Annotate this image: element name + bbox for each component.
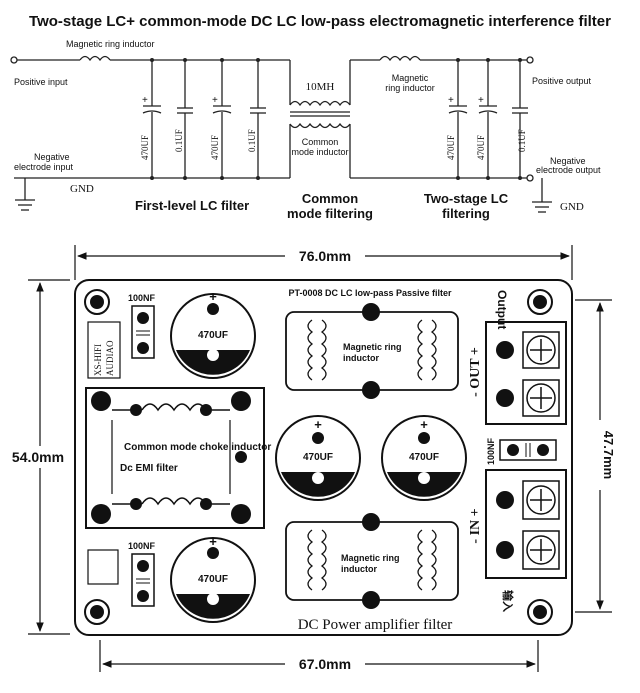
- cap-100nf-top-label: 100NF: [128, 293, 156, 303]
- board-footer-label: DC Power amplifier filter: [298, 617, 453, 633]
- blank-pad-box: [87, 549, 119, 585]
- cap-470uf-middle-right-plus: +: [420, 417, 428, 432]
- dim-width-top: 76.0mm: [299, 248, 351, 264]
- common-mode-inductor-label-1: Common: [302, 137, 339, 147]
- negative-input-label-2: electrode input: [14, 162, 74, 172]
- negative-input-label-1: Negative: [34, 152, 70, 162]
- magnetic-ring-top-label-1: Magnetic ring: [343, 342, 402, 352]
- common-mode-choke-bottom: [289, 122, 351, 129]
- cap-470uf-label-2: 470UF: [210, 135, 220, 160]
- magnetic-ring-inductor-label-right-1: Magnetic: [392, 73, 429, 83]
- cap-470uf-bottom: [170, 537, 256, 623]
- cap-470uf-label-3: 470UF: [446, 135, 456, 160]
- mounting-holes: [84, 289, 553, 625]
- common-mode-choke-top: [289, 100, 351, 107]
- cap-100nf-right-label: 100NF: [486, 437, 496, 465]
- left-capacitor-bank: [142, 60, 266, 178]
- cap-470uf-label-4: 470UF: [476, 135, 486, 160]
- cap-470uf-bottom-label: 470UF: [198, 574, 228, 585]
- cap-01uf-label-3: 0.1UF: [517, 129, 527, 152]
- cap-470uf-middle-left: [275, 415, 361, 501]
- cap-100nf-bottom-label: 100NF: [128, 541, 156, 551]
- svg-text:+: +: [142, 95, 148, 106]
- input-terminal-block: [485, 469, 567, 579]
- gnd-symbol-left: [15, 178, 35, 211]
- cap-470uf-top-label: 470UF: [198, 330, 228, 341]
- common-mode-caption-1: Common: [302, 191, 358, 206]
- output-terminal-block: [485, 321, 567, 425]
- right-capacitor-bank: [448, 60, 528, 178]
- svg-text:+: +: [478, 95, 484, 106]
- negative-output-label-1: Negative: [550, 156, 586, 166]
- magnetic-ring-inductor-right: [379, 55, 421, 62]
- input-cn-label: 输入: [501, 590, 515, 612]
- dim-height-right: 47.7mm: [601, 431, 616, 479]
- first-level-lc-caption: First-level LC filter: [135, 198, 249, 213]
- emi-filter-label: Dc EMI filter: [120, 463, 178, 474]
- brand-box: [87, 321, 121, 379]
- magnetic-ring-bottom-label-2: inductor: [341, 564, 377, 574]
- dim-height-left: 54.0mm: [12, 449, 64, 465]
- magnetic-ring-inductor-label-left: Magnetic ring inductor: [66, 39, 155, 49]
- cap-01uf-label-1: 0.1UF: [174, 129, 184, 152]
- magnetic-ring-inductor-top: [285, 303, 459, 399]
- schematic: [10, 55, 552, 213]
- gnd-label-right: GND: [560, 201, 584, 213]
- diagram-title: Two-stage LC+ common-mode DC LC low-pass…: [29, 13, 611, 30]
- cap-470uf-middle-right-label: 470UF: [409, 452, 439, 463]
- two-stage-lc-caption-1: Two-stage LC: [424, 191, 509, 206]
- cap-470uf-middle-left-label: 470UF: [303, 452, 333, 463]
- output-label: Output: [495, 290, 509, 329]
- out-polarity-label: - OUT +: [468, 347, 483, 397]
- in-polarity-label: - IN +: [468, 508, 483, 543]
- positive-input-label: Positive input: [14, 77, 68, 87]
- cap-470uf-middle-right: [381, 415, 467, 501]
- dim-width-bottom: 67.0mm: [299, 656, 351, 672]
- common-mode-caption-2: mode filtering: [287, 206, 373, 221]
- two-stage-lc-caption-2: filtering: [442, 206, 490, 221]
- gnd-label-left: GND: [70, 183, 94, 195]
- magnetic-ring-inductor-bottom: [285, 513, 459, 609]
- model-label: PT-0008 DC LC low-pass Passive filter: [288, 288, 452, 298]
- cap-470uf-bottom-plus: +: [209, 534, 217, 549]
- negative-output-label-2: electrode output: [536, 165, 601, 175]
- brand-label-1: XS-HIFI: [93, 344, 103, 376]
- choke-label: Common mode choke inductor: [124, 442, 271, 453]
- choke-value-label: 10MH: [306, 81, 335, 93]
- cap-01uf-label-2: 0.1UF: [247, 129, 257, 152]
- common-mode-inductor-label-2: mode inductor: [291, 147, 348, 157]
- magnetic-ring-top-label-2: inductor: [343, 353, 379, 363]
- svg-text:+: +: [212, 95, 218, 106]
- common-mode-choke: [85, 387, 265, 529]
- brand-label-2: AUDIAO: [105, 340, 115, 376]
- cap-470uf-label-1: 470UF: [140, 135, 150, 160]
- positive-output-label: Positive output: [532, 76, 592, 86]
- cap-470uf-top: [170, 293, 256, 379]
- cap-470uf-top-plus: +: [209, 289, 217, 304]
- magnetic-ring-inductor-left: [79, 55, 111, 62]
- gnd-symbol-right: [532, 178, 552, 213]
- svg-text:+: +: [448, 95, 454, 106]
- magnetic-ring-inductor-label-right-2: ring inductor: [385, 83, 435, 93]
- cap-470uf-middle-left-plus: +: [314, 417, 322, 432]
- magnetic-ring-bottom-label-1: Magnetic ring: [341, 553, 400, 563]
